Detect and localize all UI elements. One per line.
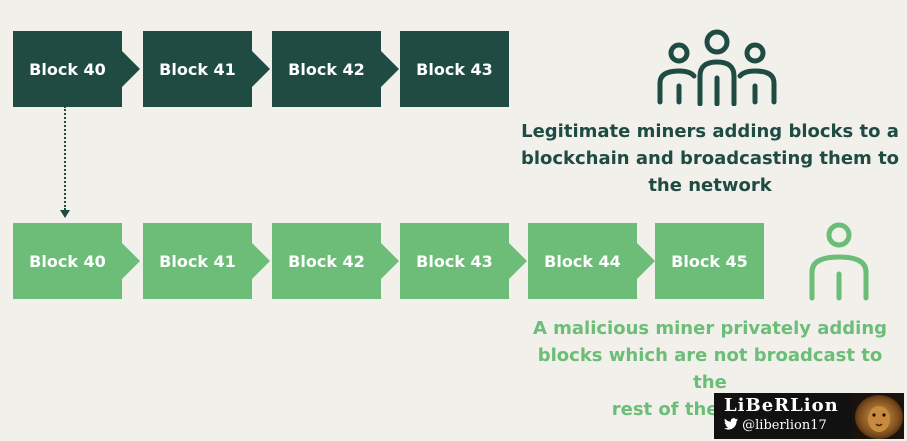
single-person-icon — [809, 222, 869, 301]
chain-arrow — [122, 243, 140, 279]
caption-line: Legitimate miners adding blocks to a — [521, 121, 899, 142]
block-label: Block 40 — [29, 251, 106, 271]
legit-block-42: Block 42 — [272, 31, 381, 107]
legit-block-41: Block 41 — [143, 31, 252, 107]
caption-line: A malicious miner privately adding — [532, 318, 888, 339]
block-label: Block 40 — [29, 59, 106, 79]
watermark-handle: @liberlion17 — [742, 418, 827, 433]
block-label: Block 45 — [671, 251, 748, 271]
chain-arrow — [252, 243, 270, 279]
watermark-handle-row: @liberlion17 — [724, 417, 904, 435]
malicious-block-40: Block 40 — [13, 223, 122, 299]
watermark-name: LiBeRLion — [724, 395, 839, 416]
block-label: Block 43 — [416, 59, 493, 79]
malicious-block-44: Block 44 — [528, 223, 637, 299]
chain-arrow — [509, 243, 527, 279]
watermark-badge: LiBeRLion @liberlion17 — [714, 393, 904, 439]
chain-arrow — [252, 51, 270, 87]
caption-line: blocks which are not broadcast to the — [537, 345, 883, 393]
block-label: Block 42 — [288, 251, 365, 271]
chain-arrow — [381, 243, 399, 279]
group-of-people-icon — [657, 29, 777, 106]
chain-arrow — [122, 51, 140, 87]
fork-connector-arrowhead — [60, 210, 70, 218]
chain-arrow — [637, 243, 655, 279]
block-label: Block 41 — [159, 251, 236, 271]
block-label: Block 41 — [159, 59, 236, 79]
block-label: Block 42 — [288, 59, 365, 79]
caption-line: blockchain and broadcasting them to — [520, 148, 900, 169]
malicious-block-43: Block 43 — [400, 223, 509, 299]
malicious-block-41: Block 41 — [143, 223, 252, 299]
block-label: Block 43 — [416, 251, 493, 271]
fork-connector-line — [64, 106, 66, 210]
malicious-caption: A malicious miner privately adding block… — [520, 315, 900, 423]
malicious-block-45: Block 45 — [655, 223, 764, 299]
legit-caption: Legitimate miners adding blocks to a blo… — [520, 118, 900, 199]
legit-block-40: Block 40 — [13, 31, 122, 107]
caption-line: the network — [648, 175, 772, 196]
block-label: Block 44 — [544, 251, 621, 271]
malicious-block-42: Block 42 — [272, 223, 381, 299]
twitter-bird-icon — [724, 418, 738, 430]
lion-head-icon — [852, 393, 904, 439]
chain-arrow — [381, 51, 399, 87]
legit-block-43: Block 43 — [400, 31, 509, 107]
